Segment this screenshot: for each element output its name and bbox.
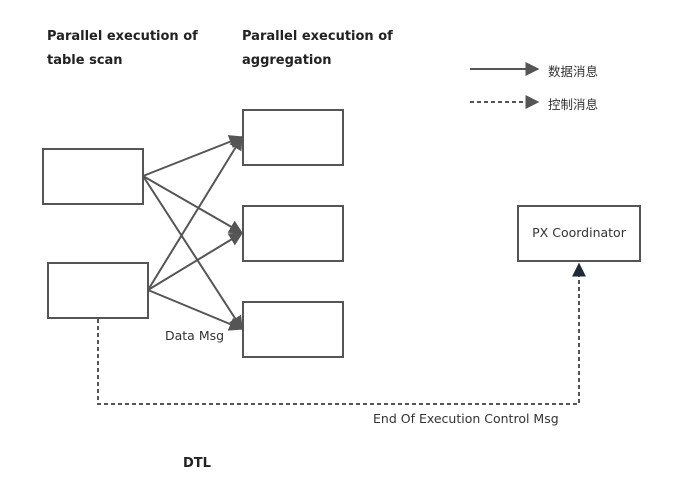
- agg-box-1: [242, 109, 344, 166]
- agg-box-3: [242, 301, 344, 358]
- data-arrow: [147, 289, 244, 331]
- table-scan-heading-line-2: table scan: [47, 53, 123, 68]
- table-scan-heading: Parallel execution of table scan: [47, 25, 198, 73]
- dtl-label: DTL: [183, 456, 211, 471]
- data-msg-label: Data Msg: [165, 328, 225, 343]
- px-coordinator-label: PX Coordinator: [532, 225, 626, 240]
- px-coordinator-box: [517, 205, 641, 262]
- agg-box-2: [242, 205, 344, 262]
- data-arrow: [142, 175, 243, 331]
- control-msg-label: End Of Execution Control Msg: [373, 411, 559, 426]
- data-arrow: [142, 135, 244, 177]
- legend-control-label: 控制消息: [548, 97, 599, 112]
- data-arrow: [147, 135, 243, 291]
- aggregation-heading-line-1: Parallel execution of: [242, 29, 393, 44]
- aggregation-heading-line-2: aggregation: [242, 53, 332, 68]
- scan-box-2: [47, 262, 149, 319]
- data-arrow: [142, 175, 244, 234]
- legend-data-label: 数据消息: [548, 64, 599, 79]
- data-arrow: [147, 232, 244, 291]
- table-scan-heading-line-1: Parallel execution of: [47, 29, 198, 44]
- scan-box-1: [42, 148, 144, 205]
- control-arrow: [97, 262, 586, 405]
- aggregation-heading: Parallel execution of aggregation: [242, 25, 393, 73]
